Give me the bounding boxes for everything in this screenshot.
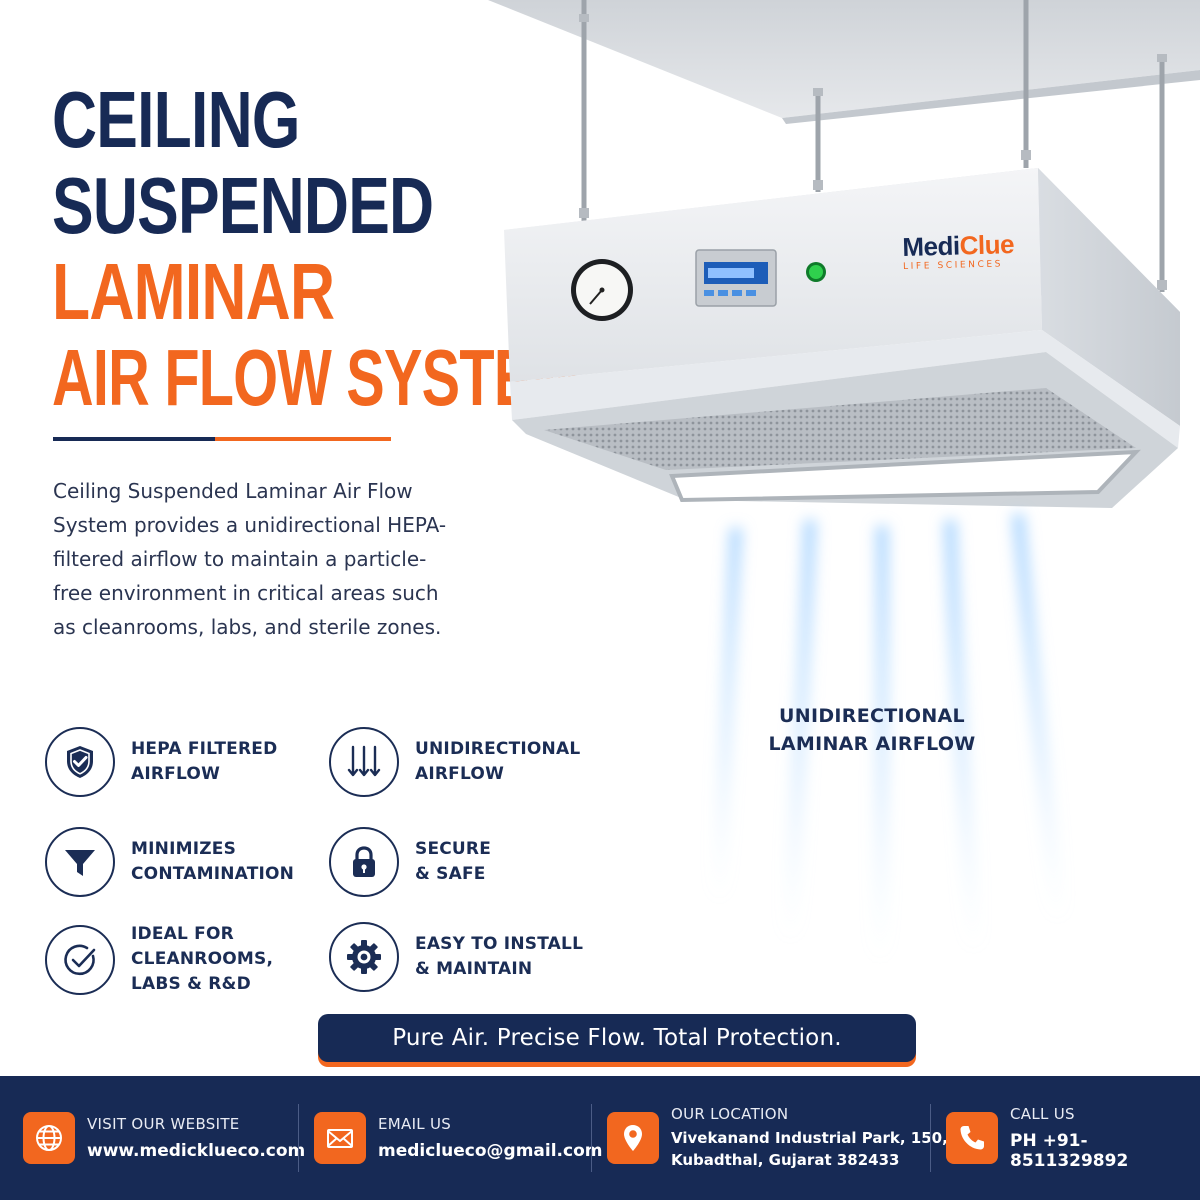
mail-icon <box>314 1112 366 1164</box>
feature-label: IDEAL FOR CLEANROOMS, LABS & R&D <box>131 924 274 994</box>
map-pin-icon <box>607 1112 659 1164</box>
shield-check-icon <box>45 727 115 797</box>
footer-email-label: EMAIL US <box>378 1115 452 1133</box>
lock-icon <box>329 827 399 897</box>
feature-secure-safe: SECURE & SAFE <box>329 827 491 897</box>
footer-website-value[interactable]: www.medicklueco.com <box>87 1141 306 1161</box>
footer: VISIT OUR WEBSITE www.medicklueco.com EM… <box>0 1076 1200 1200</box>
footer-location[interactable]: OUR LOCATION Vivekanand Industrial Park,… <box>607 1076 948 1200</box>
headline-line-2: SUSPENDED <box>52 161 434 250</box>
headline-line-1: CEILING <box>52 75 300 164</box>
feature-hepa-filtered: HEPA FILTERED AIRFLOW <box>45 727 277 797</box>
phone-icon <box>946 1112 998 1164</box>
footer-divider <box>930 1104 931 1172</box>
footer-call[interactable]: CALL US PH +91-8511329892 <box>946 1076 1200 1200</box>
brand-logo: MediClue <box>902 229 1015 262</box>
footer-email[interactable]: EMAIL US mediclueco@gmail.com <box>314 1076 602 1200</box>
feature-ideal-for: IDEAL FOR CLEANROOMS, LABS & R&D <box>45 922 273 997</box>
slogan-banner: Pure Air. Precise Flow. Total Protection… <box>318 1014 916 1062</box>
gear-icon <box>329 922 399 992</box>
feature-unidirectional: UNIDIRECTIONAL AIRFLOW <box>329 727 580 797</box>
feature-label: SECURE & SAFE <box>415 839 492 884</box>
feature-label: HEPA FILTERED AIRFLOW <box>131 739 278 784</box>
footer-divider <box>591 1104 592 1172</box>
footer-call-label: CALL US <box>1010 1105 1075 1123</box>
down-arrows-icon <box>329 727 399 797</box>
headline-divider <box>53 437 391 441</box>
footer-location-value: Vivekanand Industrial Park, 150, Kubadth… <box>671 1129 948 1169</box>
feature-label: UNIDIRECTIONAL AIRFLOW <box>415 739 581 784</box>
feature-label: MINIMIZES CONTAMINATION <box>131 839 295 884</box>
feature-minimizes-contamination: MINIMIZES CONTAMINATION <box>45 827 294 897</box>
divider-orange <box>215 437 391 441</box>
funnel-icon <box>45 827 115 897</box>
headline-line-4: AIR FLOW SYSTEM <box>52 333 580 422</box>
airflow-label: UNIDIRECTIONAL LAMINAR AIRFLOW <box>768 705 976 755</box>
divider-navy <box>53 437 215 441</box>
feature-label: EASY TO INSTALL & MAINTAIN <box>415 934 584 979</box>
footer-email-value[interactable]: mediclueco@gmail.com <box>378 1141 603 1161</box>
description: Ceiling Suspended Laminar Air Flow Syste… <box>53 479 447 639</box>
footer-website-label: VISIT OUR WEBSITE <box>87 1115 240 1133</box>
footer-call-value[interactable]: PH +91-8511329892 <box>1010 1131 1129 1171</box>
footer-website[interactable]: VISIT OUR WEBSITE www.medicklueco.com <box>23 1076 305 1200</box>
feature-easy-install: EASY TO INSTALL & MAINTAIN <box>329 922 583 992</box>
footer-location-label: OUR LOCATION <box>671 1105 789 1123</box>
laminar-airflow-unit-illustration <box>488 0 1200 960</box>
footer-divider <box>298 1104 299 1172</box>
globe-icon <box>23 1112 75 1164</box>
headline-line-3: LAMINAR <box>52 247 335 336</box>
check-circle-icon <box>45 924 115 995</box>
